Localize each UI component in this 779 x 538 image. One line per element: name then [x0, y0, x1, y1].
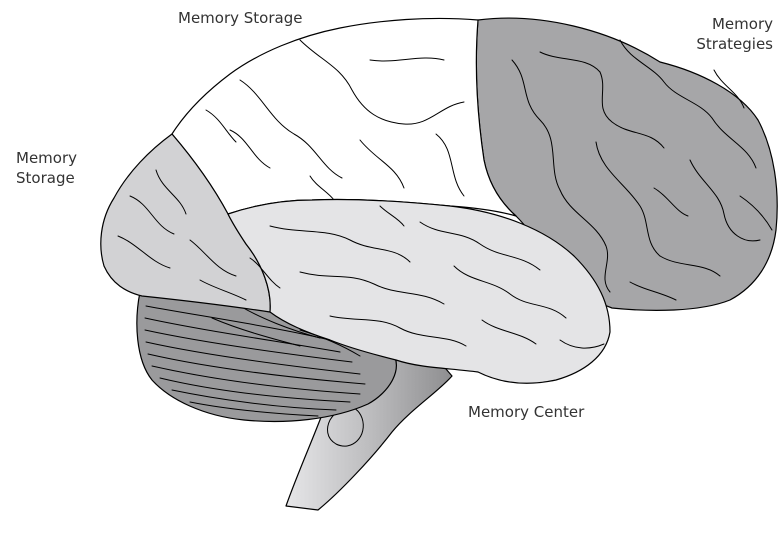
parietal-lobe — [172, 18, 516, 216]
label-memory-storage-left: Memory Storage — [16, 148, 77, 188]
label-text: Memory Storage — [178, 8, 302, 28]
label-memory-storage-top: Memory Storage — [178, 8, 302, 28]
label-memory-center: Memory Center — [468, 402, 584, 422]
label-memory-strategies: Memory Strategies — [696, 14, 773, 54]
label-text: Memory Center — [468, 402, 584, 422]
label-line-1: Memory — [16, 148, 77, 168]
label-line-2: Strategies — [696, 34, 773, 54]
label-line-1: Memory — [696, 14, 773, 34]
label-line-2: Storage — [16, 168, 77, 188]
